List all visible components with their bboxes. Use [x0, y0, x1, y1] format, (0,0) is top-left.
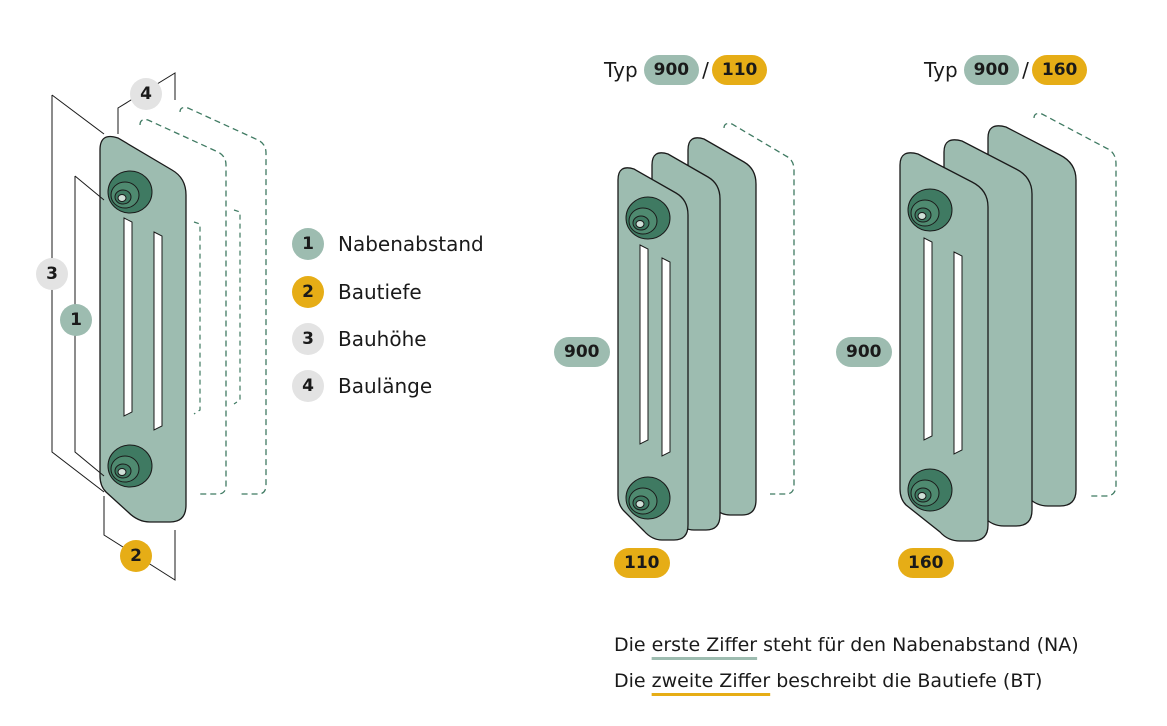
type-slash: /: [702, 58, 709, 82]
legend-label: Nabenabstand: [338, 232, 484, 256]
legend-number: 4: [292, 370, 324, 402]
type-bt-pill: 160: [1031, 55, 1088, 85]
legend-number: 1: [292, 228, 324, 260]
side-label-110: 900: [554, 337, 610, 367]
typ-word: Typ: [604, 58, 638, 82]
typ-word: Typ: [924, 58, 958, 82]
legend-item-baulaenge: 4 Baulänge: [292, 370, 432, 402]
note-highlight-first: erste Ziffer: [651, 634, 758, 656]
legend-label: Bautiefe: [338, 280, 422, 304]
legend-item-nabenabstand: 1 Nabenabstand: [292, 228, 484, 260]
note-suffix: steht für den Nabenabstand (NA): [757, 634, 1079, 656]
legend-number: 2: [292, 276, 324, 308]
type-na-pill: 900: [643, 55, 700, 85]
note-suffix: beschreibt die Bautiefe (BT): [770, 670, 1043, 692]
radiator-type-110: [617, 122, 795, 541]
radiator-type-160: [899, 112, 1117, 542]
type-bt-pill: 110: [711, 55, 768, 85]
note-first-digit: Die erste Ziffer steht für den Nabenabst…: [614, 634, 1079, 656]
note-prefix: Die: [614, 670, 652, 692]
bottom-label-110: 110: [614, 548, 670, 578]
side-label-160: 900: [836, 337, 892, 367]
legend-item-bautiefe: 2 Bautiefe: [292, 276, 422, 308]
type-header-110: Typ 900 / 110: [604, 55, 768, 85]
badge-nabenabstand: 1: [60, 304, 92, 336]
type-slash: /: [1022, 58, 1029, 82]
bottom-label-160: 160: [898, 548, 954, 578]
badge-bautiefe: 2: [120, 540, 152, 572]
badge-bauhoehe: 3: [36, 258, 68, 290]
legend-label: Baulänge: [338, 374, 433, 398]
left-radiator: [51, 72, 267, 581]
type-header-160: Typ 900 / 160: [924, 55, 1088, 85]
badge-baulaenge: 4: [130, 78, 162, 110]
legend-item-bauhoehe: 3 Bauhöhe: [292, 323, 427, 355]
note-highlight-second: zweite Ziffer: [651, 670, 771, 692]
legend-label: Bauhöhe: [338, 327, 427, 351]
legend-number: 3: [292, 323, 324, 355]
note-prefix: Die: [614, 634, 652, 656]
note-second-digit: Die zweite Ziffer beschreibt die Bautief…: [614, 670, 1042, 692]
type-na-pill: 900: [963, 55, 1020, 85]
